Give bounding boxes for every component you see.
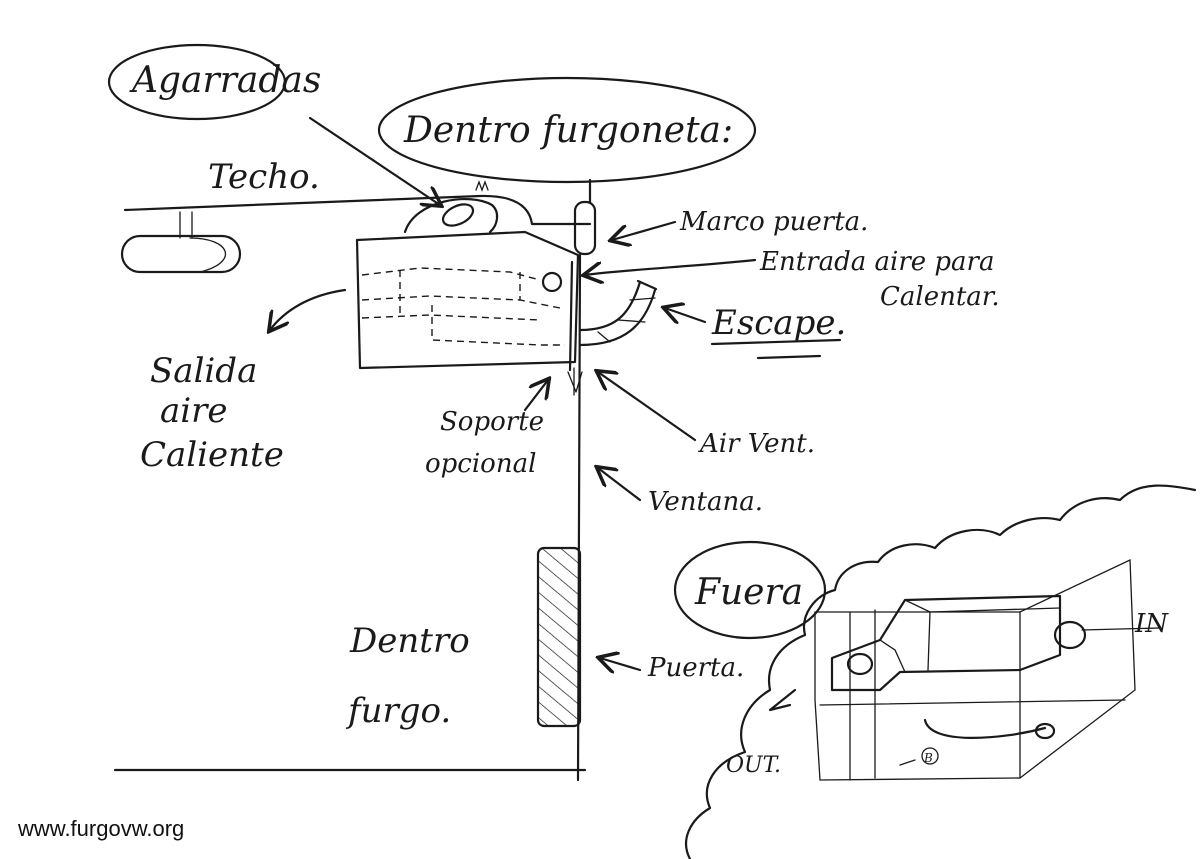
- fuera-cloud: [685, 484, 1197, 859]
- door-frame: [573, 178, 597, 256]
- label-techo: Techo.: [208, 157, 320, 197]
- label-marco-puerta: Marco puerta.: [679, 207, 868, 237]
- outside-heater-sketch: [768, 558, 1161, 781]
- label-out: OUT.: [726, 753, 781, 778]
- label-in: IN: [1134, 609, 1169, 639]
- ceiling-line: [123, 194, 592, 226]
- label-ventana: Ventana.: [648, 487, 763, 517]
- label-escape: Escape.: [711, 303, 846, 343]
- label-puerta: Puerta.: [647, 653, 744, 683]
- label-entrada-aire-2: Calentar.: [880, 282, 1000, 312]
- dentro-furgoneta-bubble: [377, 76, 757, 184]
- label-b: B: [923, 751, 933, 765]
- label-dentro-furgo-1: Dentro: [349, 621, 470, 661]
- label-fuera: Fuera: [694, 572, 803, 613]
- window-line-inner: [568, 260, 574, 372]
- fuera-bubble: [673, 540, 827, 640]
- ceiling-lamp: [120, 211, 242, 274]
- door: [536, 546, 582, 728]
- agarradas-bubble: [107, 43, 287, 121]
- label-salida-3: Caliente: [140, 435, 284, 475]
- label-dentro-furgo-2: furgo.: [345, 691, 451, 731]
- label-entrada-aire-1: Entrada aire para: [759, 247, 994, 277]
- watermark: www.furgovw.org: [17, 816, 184, 841]
- heater-box: [355, 230, 580, 370]
- exhaust-pipe: [578, 280, 657, 347]
- grab-handle: [403, 180, 499, 234]
- label-soporte-2: opcional: [425, 449, 536, 479]
- air-vent-mark: [567, 367, 583, 396]
- label-soporte-1: Soporte: [440, 407, 544, 437]
- label-dentro-furgoneta: Dentro furgoneta:: [403, 110, 733, 151]
- label-salida-2: aire: [160, 391, 228, 431]
- label-air-vent: Air Vent.: [698, 429, 815, 459]
- label-salida-1: Salida: [150, 351, 257, 391]
- label-agarradas: Agarradas: [129, 60, 321, 101]
